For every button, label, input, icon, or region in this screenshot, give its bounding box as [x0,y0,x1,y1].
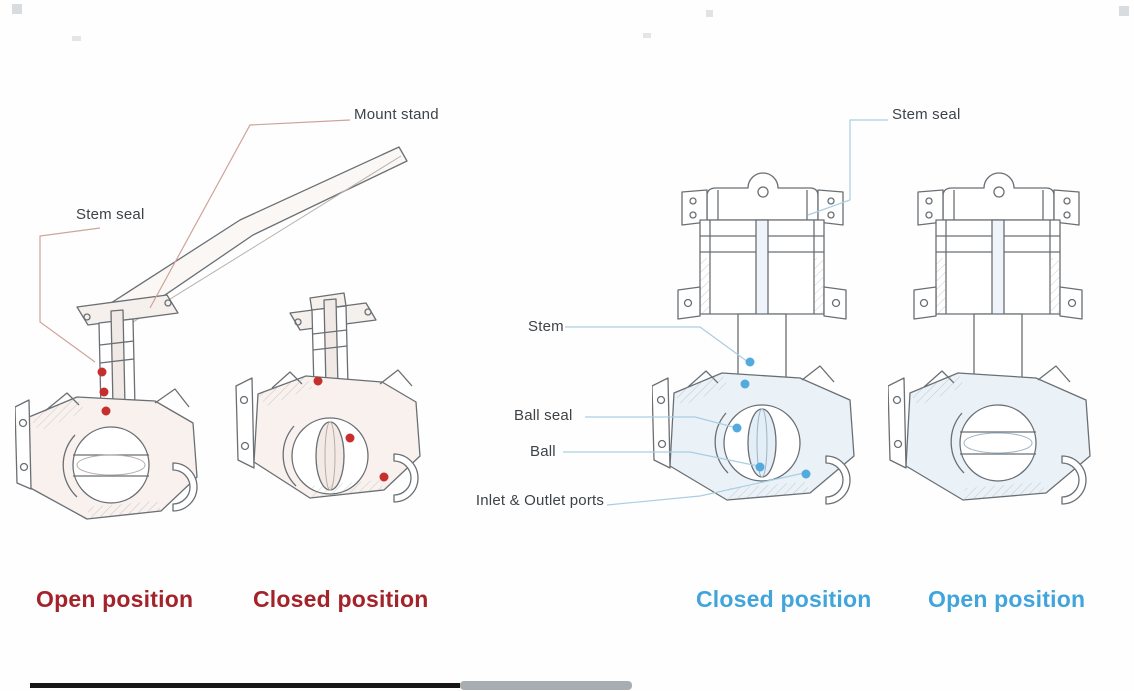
caption-manual-open: Open position [36,586,194,612]
bonnet-bracket-left [677,286,701,320]
hatch-patch [310,480,384,498]
hatch-patch [29,397,85,431]
hatch-patch [936,258,946,314]
scan-artifact [1119,6,1129,16]
ball-closed [723,404,801,482]
bottom-edge-bar [30,683,460,688]
inlet-flange [15,399,32,490]
hatch-patch [87,501,161,519]
valve-actuated-closed [652,172,855,505]
hatch-patch [700,258,710,314]
hatch-patch [674,373,728,406]
scan-artifact [643,33,651,38]
inlet-flange [652,377,671,469]
caption-manual-closed: Closed position [253,586,429,612]
hatch-patch [1050,258,1060,314]
stem-shaft [110,309,126,408]
label-stem-seal-left: Stem seal [76,206,145,223]
inlet-flange [235,377,255,469]
outlet-port-cutaway [1061,455,1087,505]
bonnet-bracket-left [913,286,937,320]
caption-actuated-closed: Closed position [696,586,872,612]
bottom-edge-thumb [460,681,632,690]
outlet-port-cutaway [393,453,419,503]
hatch-patch [258,376,312,406]
ball-seat-arc [62,434,78,498]
stem-housing [98,309,136,412]
actuator-cap [942,172,1055,221]
scan-artifact [12,4,22,14]
bonnet-bracket-right [823,286,847,320]
hatch-patch [963,482,1046,500]
hatch-patch [910,373,964,406]
label-stem: Stem [528,318,564,335]
outlet-port-cutaway [172,462,198,512]
hatch-patch [814,258,824,314]
ball-seat-arc [950,412,965,474]
ball-bore [76,454,146,476]
valve-actuated-open [888,172,1091,505]
label-stem-seal-right: Stem seal [892,106,961,123]
scan-artifact [72,36,81,41]
bonnet-bracket-right [1059,286,1083,320]
label-ball: Ball [530,443,556,460]
inlet-flange [888,377,907,469]
label-mount-stand: Mount stand [354,106,439,123]
actuator-ear-right [1053,189,1080,226]
label-ball-seal: Ball seal [514,407,573,424]
label-inlet-outlet-ports: Inlet & Outlet ports [475,492,605,509]
ball-bore [963,432,1033,454]
ball-open [959,404,1037,482]
stem-shaft [323,298,339,389]
ball-open [72,426,150,504]
ball-seat-arc [282,425,297,487]
scan-artifact [706,10,713,17]
actuator-cap [706,172,819,221]
outlet-port-cutaway [825,455,851,505]
valve-manual-closed [235,292,421,503]
caption-actuated-open: Open position [928,586,1086,612]
